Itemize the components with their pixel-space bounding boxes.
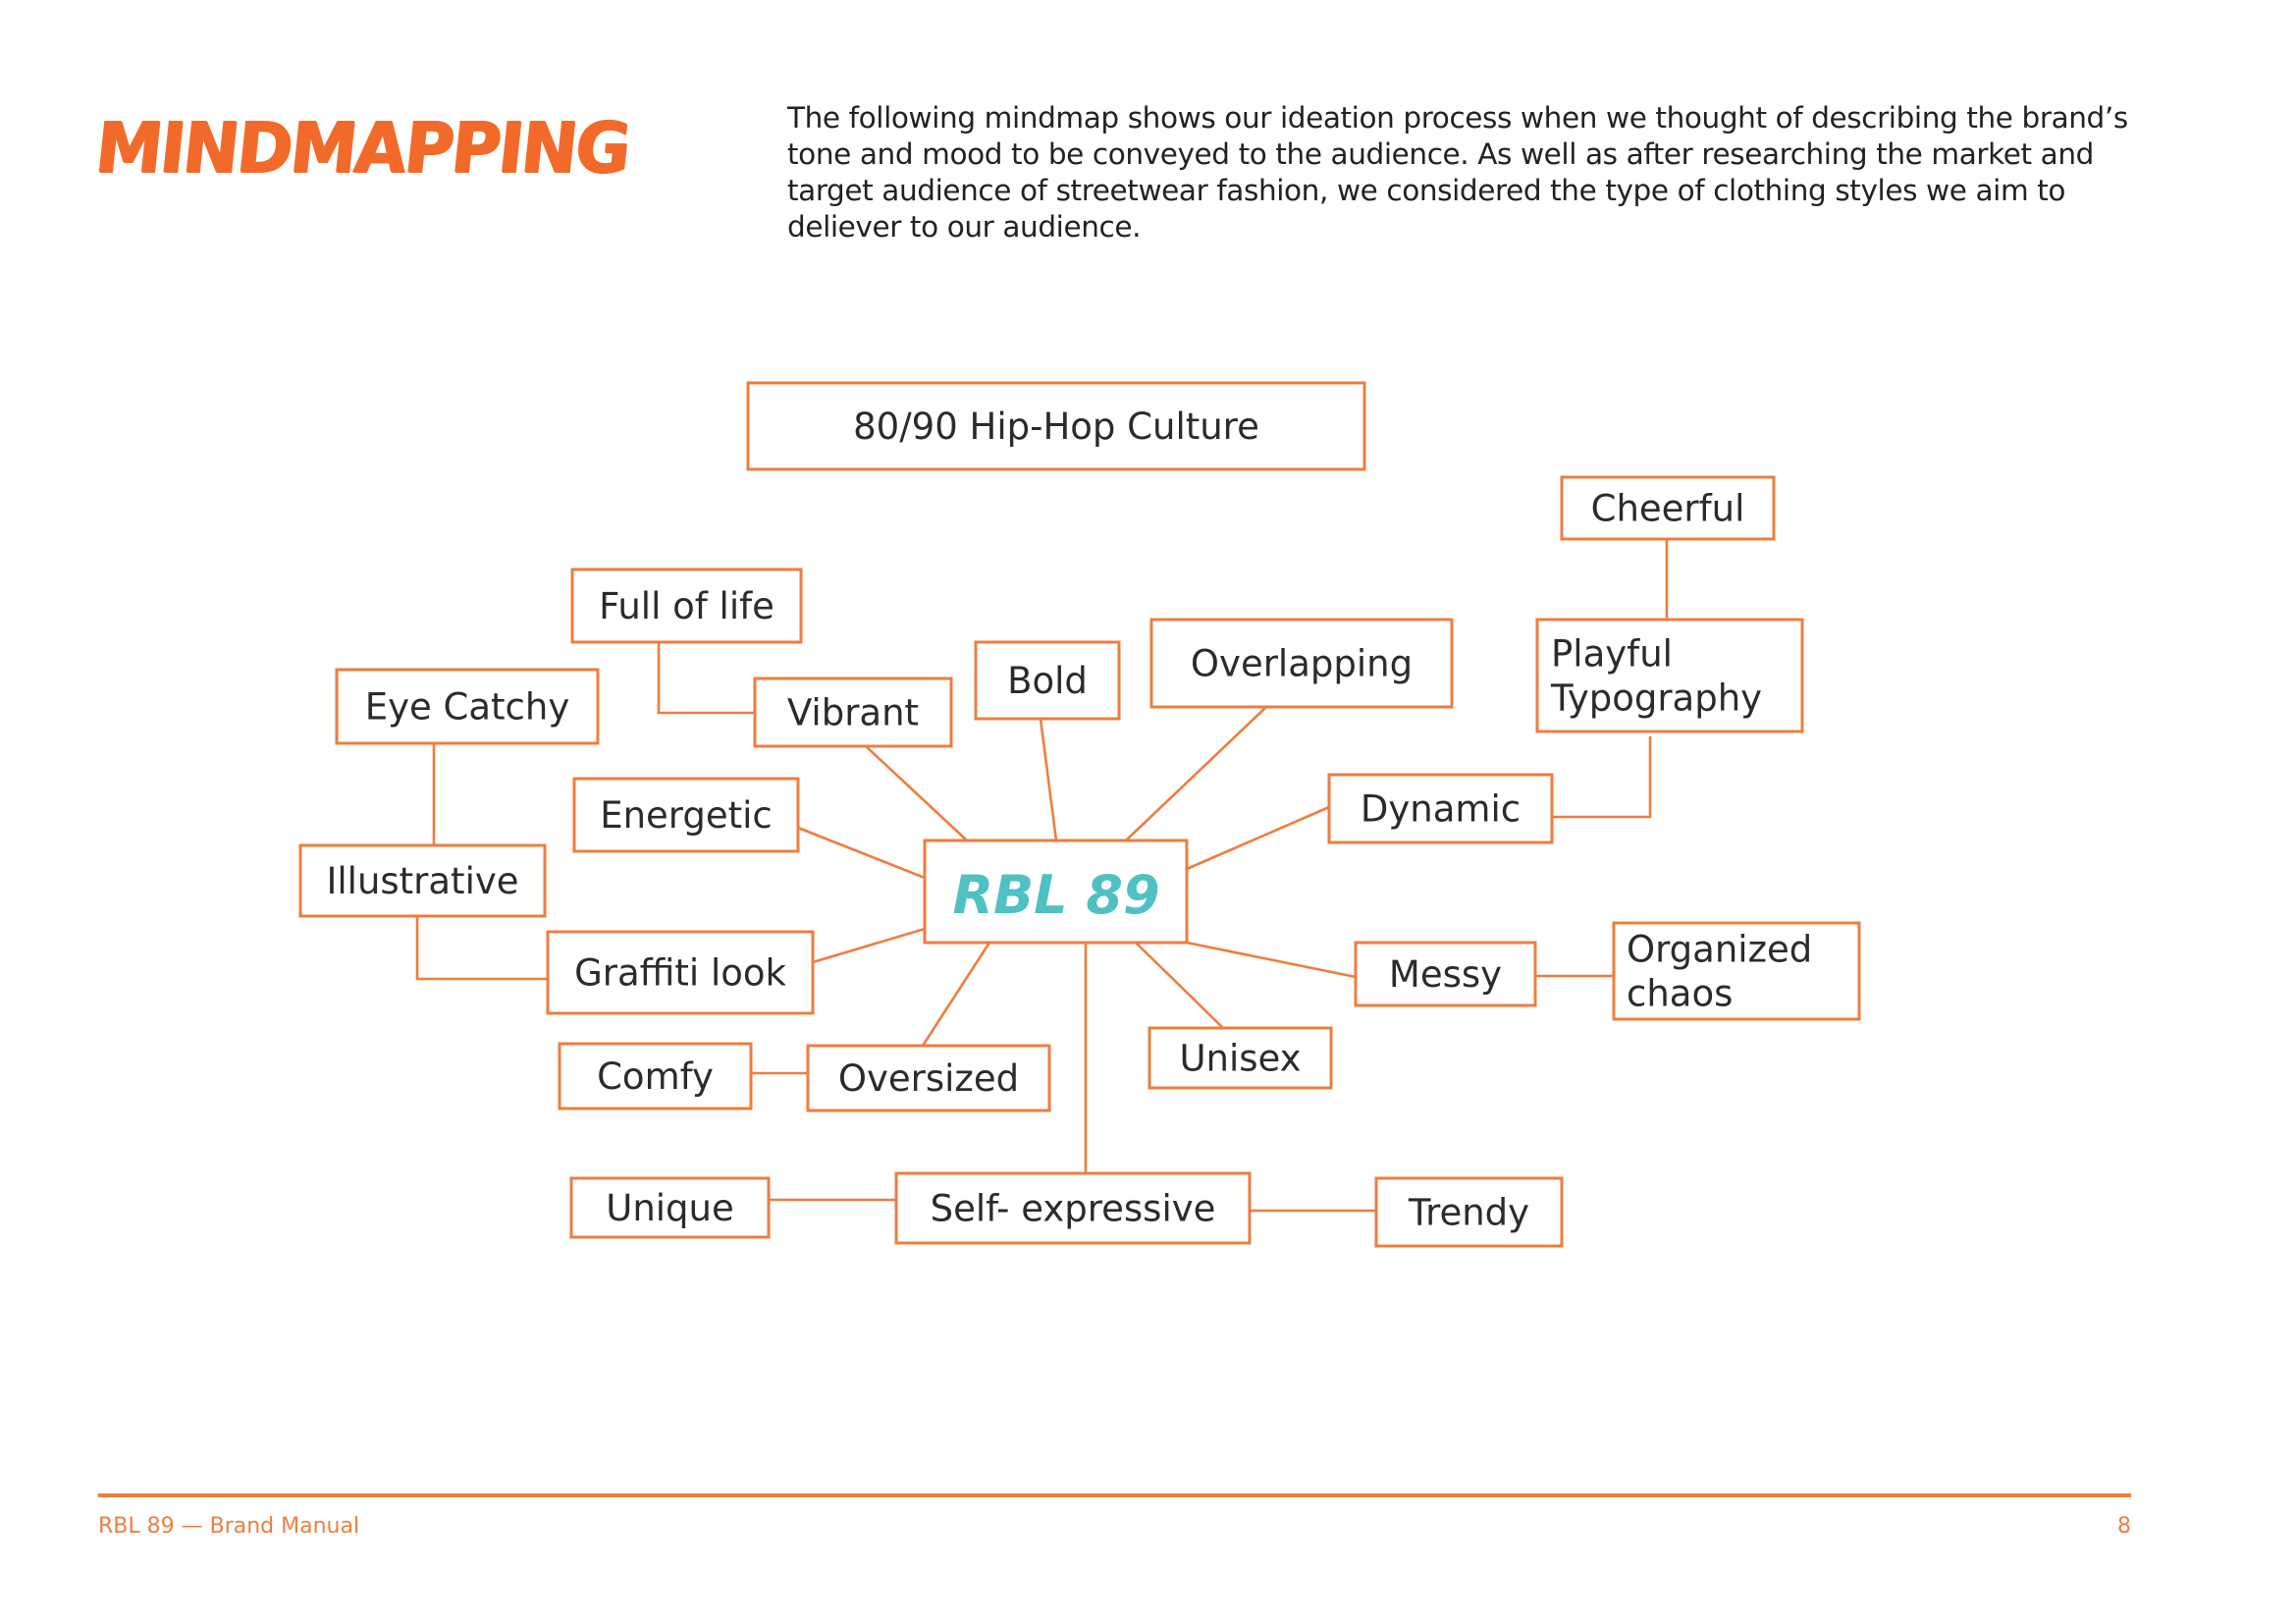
node-label: Self- expressive [931, 1188, 1216, 1230]
edge-rbl89-bold [1039, 718, 1058, 841]
node-box-overlapping [1149, 618, 1454, 709]
node-label: Unique [606, 1187, 734, 1229]
node-label: Energetic [600, 794, 773, 837]
node-label: Bold [1007, 660, 1088, 702]
node-messy: Messy [1354, 941, 1537, 1007]
page-number: 8 [2117, 1514, 2131, 1539]
edge-rbl89-vibrant [865, 745, 968, 841]
node-box-dynamic [1327, 773, 1554, 844]
node-illustrative: Illustrative [298, 843, 547, 918]
node-vibrant: Vibrant [753, 677, 953, 748]
footer-divider [98, 1493, 2131, 1497]
node-trendy: Trendy [1374, 1176, 1564, 1248]
node-selfexpressive: Self- expressive [894, 1171, 1252, 1245]
edge-rbl89-overlapping [1125, 706, 1267, 841]
center-node-rbl89: RBL 89 [923, 839, 1189, 945]
node-label: Organized [1627, 929, 1812, 971]
node-label: Trendy [1408, 1192, 1529, 1234]
node-label: Typography [1550, 677, 1762, 720]
mindmap-edges [415, 539, 1669, 1213]
node-unisex: Unisex [1148, 1026, 1333, 1090]
node-box-energetic [572, 777, 800, 853]
center-logo-text: RBL 89 [952, 864, 1159, 926]
node-hiphop: 80/90 Hip-Hop Culture [746, 381, 1366, 471]
node-label: Messy [1389, 953, 1502, 996]
node-label: Dynamic [1361, 788, 1521, 831]
node-box-unique [569, 1176, 771, 1239]
footer-brand-label: RBL 89 — Brand Manual [98, 1514, 360, 1539]
node-fulloflife: Full of life [570, 568, 803, 644]
node-box-cheerful [1560, 475, 1776, 541]
edge-rbl89-oversized [921, 942, 991, 1047]
node-box-graffiti [546, 930, 815, 1015]
node-box-eyecatchy [335, 668, 600, 745]
node-box-trendy [1374, 1176, 1564, 1248]
node-box-selfexpressive [894, 1171, 1252, 1245]
node-label: Oversized [838, 1057, 1019, 1100]
node-label: Full of life [599, 585, 774, 627]
node-unique: Unique [569, 1176, 771, 1239]
node-label: Vibrant [787, 692, 919, 734]
node-oversized: Oversized [806, 1044, 1051, 1112]
node-label: Playful [1551, 633, 1673, 676]
node-dynamic: Dynamic [1327, 773, 1554, 844]
node-cheerful: Cheerful [1560, 475, 1776, 541]
node-overlapping: Overlapping [1149, 618, 1454, 709]
node-label: Illustrative [326, 860, 518, 902]
node-label: Graffiti look [574, 952, 786, 995]
node-label: 80/90 Hip-Hop Culture [853, 406, 1259, 448]
node-label: Comfy [597, 1056, 714, 1098]
node-box-comfy [558, 1042, 753, 1110]
edge-rbl89-messy [1186, 941, 1357, 979]
node-comfy: Comfy [558, 1042, 753, 1110]
node-box-vibrant [753, 677, 953, 748]
node-label: Overlapping [1191, 643, 1413, 685]
node-box-organized [1612, 921, 1861, 1021]
node-box-fulloflife [570, 568, 803, 644]
node-box-messy [1354, 941, 1537, 1007]
node-box-rbl89 [923, 839, 1189, 945]
edge-rbl89-unisex [1135, 942, 1224, 1029]
node-box-hiphop [746, 381, 1366, 471]
edge-rbl89-graffiti [812, 927, 926, 964]
node-label: Cheerful [1591, 488, 1745, 530]
node-box-illustrative [298, 843, 547, 918]
intro-paragraph: The following mindmap shows our ideation… [787, 101, 2128, 244]
node-bold: Bold [974, 640, 1121, 721]
edge-fulloflife-vibrant [657, 642, 755, 715]
node-box-unisex [1148, 1026, 1333, 1090]
node-eyecatchy: Eye Catchy [335, 668, 600, 745]
node-energetic: Energetic [572, 777, 800, 853]
node-box-bold [974, 640, 1121, 721]
edge-playful-dynamic [1552, 736, 1652, 819]
edge-illustrative-graffiti [415, 916, 548, 981]
node-box-playful [1535, 618, 1804, 733]
edge-rbl89-dynamic [1186, 805, 1330, 871]
node-graffiti: Graffiti look [546, 930, 815, 1015]
node-box-oversized [806, 1044, 1051, 1112]
edge-rbl89-energetic [797, 826, 926, 880]
node-label: Eye Catchy [365, 686, 570, 729]
node-label: Unisex [1179, 1038, 1301, 1080]
node-label: chaos [1627, 973, 1733, 1015]
